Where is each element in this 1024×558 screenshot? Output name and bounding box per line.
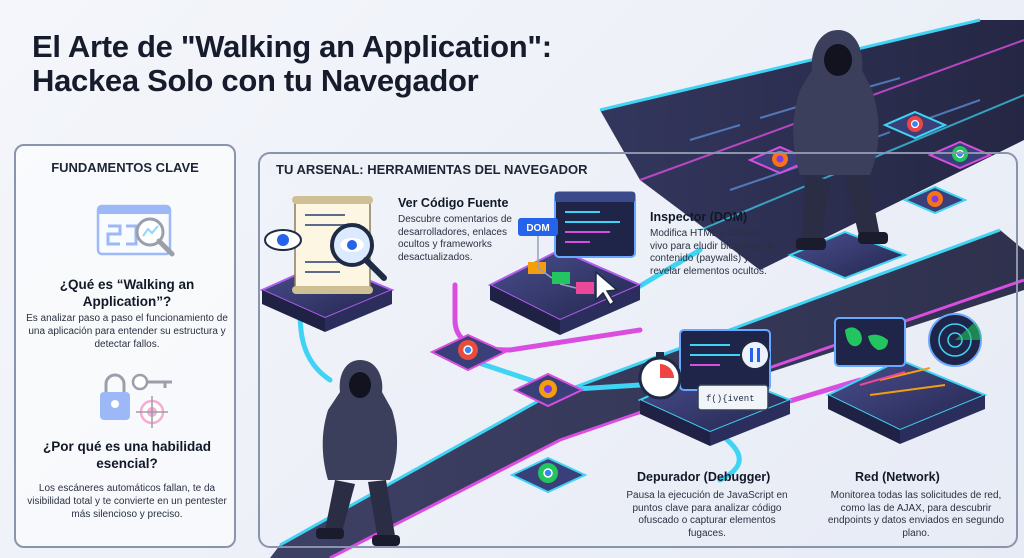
tool-network-title: Red (Network): [855, 470, 940, 484]
browser-chip: [429, 333, 508, 372]
fundamentals-panel: FUNDAMENTOS CLAVE ¿Qué es “Walking an Ap…: [14, 144, 236, 548]
question-why-title: ¿Por qué es una habilidad esencial?: [42, 439, 212, 471]
source-scroll-icon: [264, 196, 387, 294]
question-what-title: ¿Qué es “Walking an Application”?: [59, 277, 195, 309]
question-what-body: Es analizar paso a paso el funcionamient…: [26, 313, 228, 350]
browser-chip: [512, 372, 585, 408]
network-icon: [834, 313, 982, 396]
platform-network: [825, 358, 988, 444]
tool-inspector-title: Inspector (DOM): [650, 210, 748, 224]
dom-inspector-icon: DOM: [518, 191, 636, 307]
dom-label: DOM: [526, 223, 549, 234]
question-why-body: Los escáneres automáticos fallan, te da …: [27, 483, 227, 520]
tool-source-desc: Descubre comentarios de desarrolladores,…: [398, 214, 512, 263]
hacker-figure-top: [793, 30, 888, 250]
tool-debugger-title: Depurador (Debugger): [637, 470, 771, 484]
page-title-line-1: El Arte de "Walking an Application":: [32, 29, 552, 64]
arsenal-heading: TU ARSENAL: HERRAMIENTAS DEL NAVEGADOR: [268, 162, 596, 177]
debugger-code-label: f(){ivent: [706, 394, 755, 404]
tool-network-desc: Monitorea todas las solicitudes de red, …: [827, 490, 1005, 539]
tool-source-title: Ver Código Fuente: [398, 196, 509, 210]
browser-chip: [902, 185, 968, 215]
tool-inspector-desc: Modifica HTML y CSS en vivo para eludir …: [650, 228, 776, 277]
browser-chip: [509, 456, 588, 494]
browser-chip: [882, 110, 948, 140]
fundamentals-heading: FUNDAMENTOS CLAVE: [51, 160, 199, 175]
page-title-line-2: Hackea Solo con tu Navegador: [32, 63, 479, 98]
page-title: El Arte de "Walking an Application": Hac…: [32, 30, 632, 98]
debugger-icon: f(){ivent: [638, 329, 771, 411]
hacker-figure-bottom: [316, 360, 400, 546]
tool-debugger-desc: Pausa la ejecución de JavaScript en punt…: [626, 490, 788, 539]
